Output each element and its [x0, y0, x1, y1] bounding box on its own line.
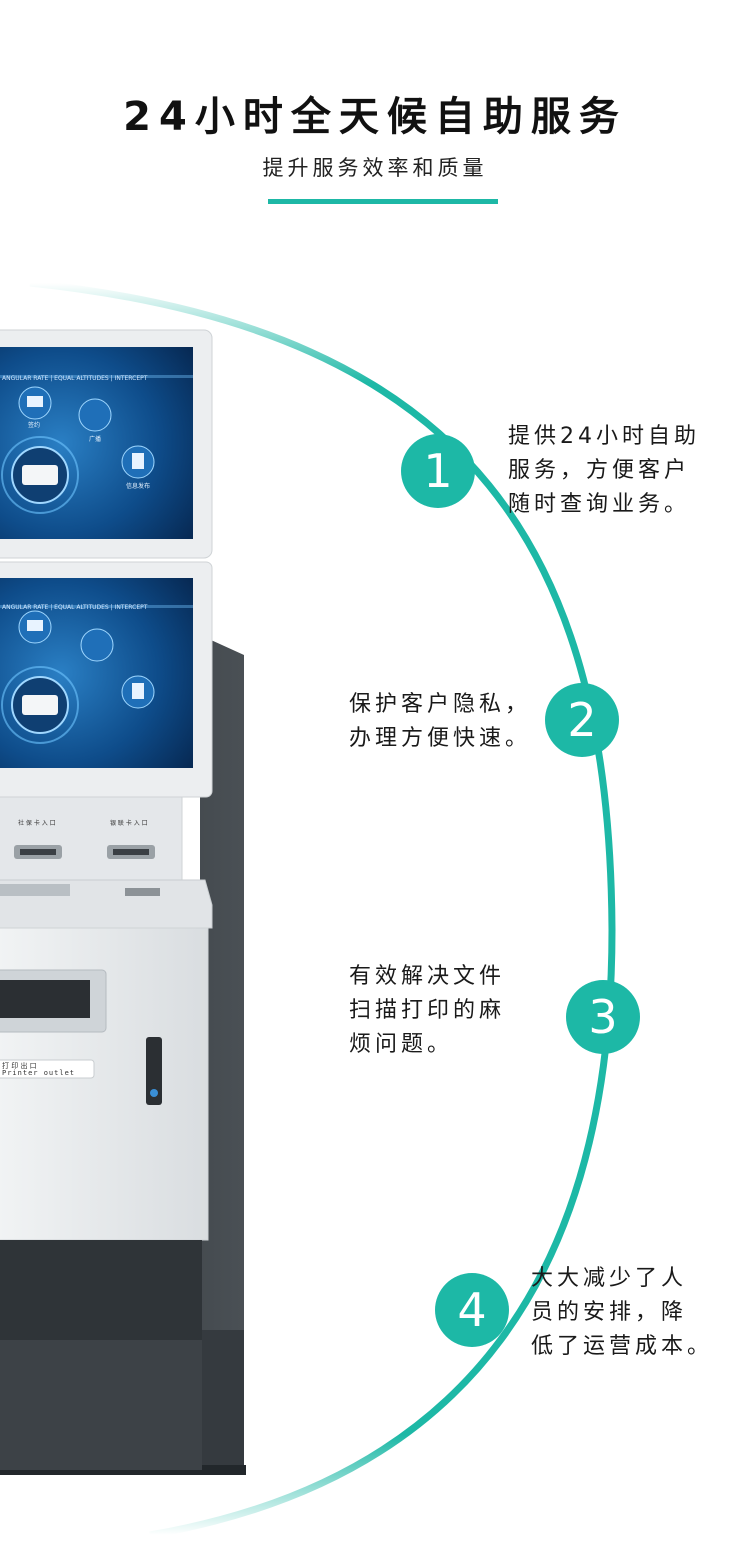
feature-number-2: 2	[545, 683, 619, 757]
printer-label-cn: 打 印 出 口	[2, 1062, 37, 1070]
feature-1-line-3: 随时查询业务。	[508, 492, 691, 517]
feature-4-line-1: 大大减少了人	[531, 1266, 688, 1291]
feature-3-line-2: 扫描打印的麻	[349, 998, 506, 1023]
feature-number-1: 1	[401, 434, 475, 508]
page-title: 24小时全天候自助服务	[123, 94, 627, 140]
feature-3-line-3: 烦问题。	[349, 1032, 454, 1057]
feature-number-4: 4	[435, 1273, 509, 1347]
feature-number-3: 3	[566, 980, 640, 1054]
timeline-arc	[29, 279, 616, 1539]
feature-1-line-2: 服务，方便客户	[508, 458, 691, 483]
feature-text-3: 有效解决文件 扫描打印的麻 烦问题。	[349, 960, 505, 1062]
feature-text-2: 保护客户隐私， 办理方便快速。	[349, 688, 531, 756]
scanner-slot	[146, 1037, 162, 1105]
feature-2-line-1: 保护客户隐私，	[349, 692, 532, 717]
feature-text-1: 提供24小时自助 服务，方便客户 随时查询业务。	[508, 420, 700, 522]
printer-label-en: Printer outlet	[2, 1069, 76, 1077]
feature-text-4: 大大减少了人 员的安排，降 低了运营成本。	[531, 1262, 713, 1364]
feature-3-line-1: 有效解决文件	[349, 964, 506, 989]
screen-icon-label-2: 广播	[89, 436, 102, 443]
feature-1-line-1: 提供24小时自助	[508, 424, 700, 449]
card-slot-label-1: 社 保 卡 入 口	[18, 820, 56, 827]
feature-2-line-2: 办理方便快速。	[349, 726, 532, 751]
feature-4-line-2: 员的安排，降	[531, 1300, 688, 1325]
screen-icon-label-1: 签约	[28, 422, 41, 429]
title-underline	[268, 199, 498, 204]
card-slot-label-2: 银 联 卡 入 口	[110, 820, 148, 827]
kiosk-upper-screen	[0, 347, 193, 539]
screen-icon-label-3: 信息发布	[126, 483, 151, 490]
kiosk-card-panel	[0, 796, 183, 886]
screen-tabs-upper: ANGULAR RATE | EQUAL ALTITUDES | INTERCE…	[2, 375, 148, 382]
feature-4-line-3: 低了运营成本。	[531, 1334, 714, 1359]
screen-tabs-lower: ANGULAR RATE | EQUAL ALTITUDES | INTERCE…	[2, 604, 148, 611]
page-subtitle: 提升服务效率和质量	[262, 156, 488, 180]
kiosk-lower-screen	[0, 578, 193, 768]
